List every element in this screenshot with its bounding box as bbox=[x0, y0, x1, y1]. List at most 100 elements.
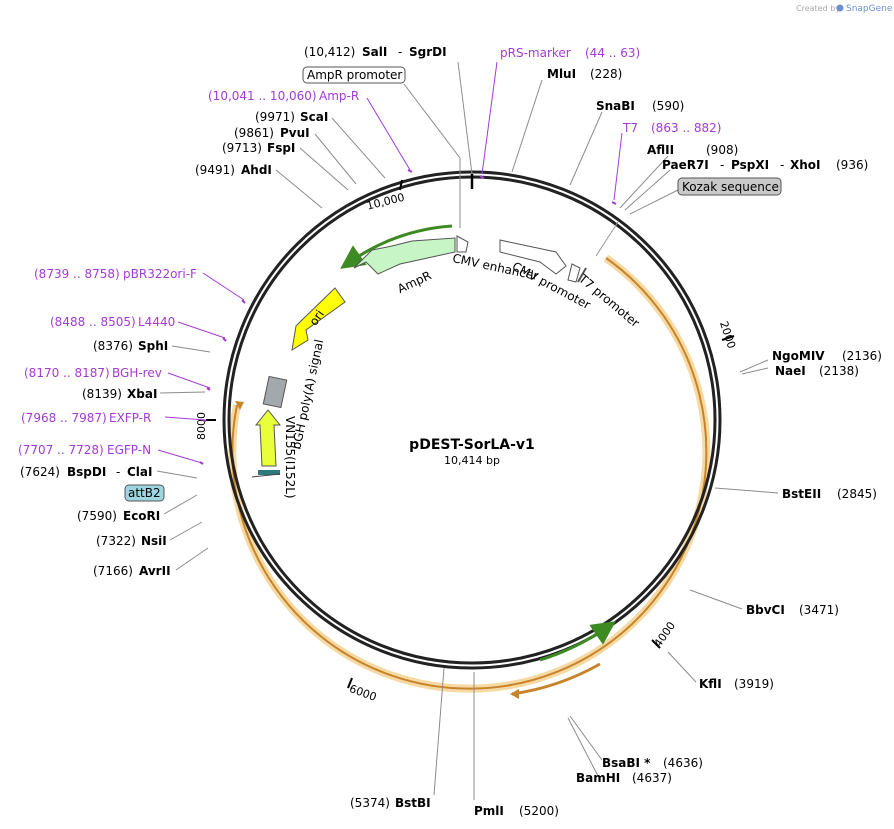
svg-text:(936): (936) bbox=[836, 158, 868, 172]
svg-text:(8488 .. 8505): (8488 .. 8505) bbox=[50, 315, 136, 329]
site-pvui[interactable]: (9861) PvuI bbox=[234, 126, 310, 140]
vn155-label: VN155(I152L) bbox=[283, 416, 297, 499]
site-nsii[interactable]: (7322) NsiI bbox=[96, 534, 167, 548]
svg-text:(8739 .. 8758): (8739 .. 8758) bbox=[34, 267, 120, 281]
svg-text:NgoMIV: NgoMIV bbox=[772, 349, 825, 363]
ampr-feature[interactable] bbox=[353, 237, 456, 275]
site-fspi[interactable]: (9713) FspI bbox=[222, 141, 295, 155]
svg-text:NaeI: NaeI bbox=[775, 364, 806, 378]
site-pmli[interactable]: PmlI (5200) bbox=[474, 804, 559, 818]
svg-text:(3471): (3471) bbox=[799, 603, 839, 617]
svg-text:Amp-R: Amp-R bbox=[319, 89, 359, 103]
site-bbvci[interactable]: BbvCI (3471) bbox=[746, 603, 839, 617]
svg-text:(3919): (3919) bbox=[734, 677, 774, 691]
site-ahdi[interactable]: (9491) AhdI bbox=[195, 163, 272, 177]
cmv-enhancer-feature[interactable] bbox=[499, 239, 567, 275]
svg-text:SalI: SalI bbox=[362, 45, 387, 59]
tick-mark bbox=[651, 639, 661, 649]
ampr-promoter-feature[interactable] bbox=[456, 235, 469, 253]
primer-pbr322ori-f[interactable]: (8739 .. 8758) pBR322ori-F bbox=[34, 267, 197, 281]
svg-text:pBR322ori-F: pBR322ori-F bbox=[123, 267, 197, 281]
svg-text:FspI: FspI bbox=[267, 141, 295, 155]
site-bspdi[interactable]: (7624) BspDI - ClaI bbox=[20, 465, 152, 479]
svg-text:MluI: MluI bbox=[547, 67, 576, 81]
svg-text:(2845): (2845) bbox=[837, 487, 877, 501]
svg-text:(9491): (9491) bbox=[195, 163, 235, 177]
cmv-promoter-feature[interactable] bbox=[567, 263, 581, 283]
site-xbai[interactable]: (8139) XbaI bbox=[82, 387, 157, 401]
ori-feature[interactable] bbox=[291, 287, 346, 352]
site-bstbi[interactable]: (5374) BstBI bbox=[350, 796, 431, 810]
kozak-box[interactable] bbox=[677, 177, 782, 196]
ampr-promoter-box[interactable] bbox=[302, 66, 406, 84]
primer-prs-marker[interactable]: pRS-marker (44 .. 63) bbox=[500, 46, 640, 60]
t7-leader bbox=[595, 221, 619, 257]
svg-text:EGFP-N: EGFP-N bbox=[107, 443, 151, 457]
kozak-label: Kozak sequence bbox=[682, 180, 779, 194]
site-ngomiv[interactable]: NgoMIV (2136) bbox=[772, 349, 882, 363]
svg-text:EcoRI: EcoRI bbox=[123, 509, 160, 523]
orf-arc[interactable] bbox=[231, 257, 708, 690]
svg-text:(2138): (2138) bbox=[819, 364, 859, 378]
svg-text:(7590): (7590) bbox=[77, 509, 117, 523]
svg-text:-: - bbox=[780, 158, 784, 172]
svg-text:SgrDI: SgrDI bbox=[409, 45, 447, 59]
site-bsteii[interactable]: BstEII (2845) bbox=[782, 487, 877, 501]
svg-text:(590): (590) bbox=[652, 99, 684, 113]
orf-direction-arrow bbox=[539, 621, 616, 662]
site-naei[interactable]: NaeI (2138) bbox=[775, 364, 859, 378]
ampr-direction-arrow bbox=[340, 224, 453, 269]
tick-mark bbox=[721, 335, 735, 341]
primer-exfp-r[interactable]: (7968 .. 7987) EXFP-R bbox=[21, 411, 151, 425]
site-bamhi[interactable]: BamHI (4637) bbox=[576, 771, 672, 785]
svg-text:(7707 .. 7728): (7707 .. 7728) bbox=[18, 443, 104, 457]
site-scai[interactable]: (9971) ScaI bbox=[255, 110, 328, 124]
primer-amp-r[interactable]: (10,041 .. 10,060) Amp-R bbox=[208, 89, 359, 103]
svg-text:BbvCI: BbvCI bbox=[746, 603, 785, 617]
primer-ticks bbox=[199, 169, 617, 465]
orf-reverse-arrow bbox=[511, 662, 601, 696]
site-bsabi[interactable]: BsaBI * (4636) bbox=[602, 756, 703, 770]
svg-text:(44 .. 63): (44 .. 63) bbox=[585, 46, 640, 60]
site-sali[interactable]: (10,412) SalI - SgrDI bbox=[304, 45, 447, 59]
svg-text:EXFP-R: EXFP-R bbox=[109, 411, 151, 425]
site-snabi[interactable]: SnaBI (590) bbox=[596, 99, 684, 113]
leader-lines bbox=[156, 61, 779, 800]
vn155-feature[interactable] bbox=[254, 409, 282, 467]
site-sphi[interactable]: (8376) SphI bbox=[93, 339, 168, 353]
svg-text:NsiI: NsiI bbox=[141, 534, 167, 548]
credit-brand: SnapGene bbox=[846, 4, 893, 14]
small-feature-marker[interactable] bbox=[258, 470, 280, 475]
bgh-polya-feature[interactable] bbox=[262, 375, 288, 409]
plasmid-name: pDEST-SorLA-v1 bbox=[409, 437, 535, 453]
svg-text:PvuI: PvuI bbox=[280, 126, 310, 140]
tick-mark bbox=[399, 179, 403, 191]
primer-bgh-rev[interactable]: (8170 .. 8187) BGH-rev bbox=[24, 366, 162, 380]
svg-text:T7: T7 bbox=[622, 121, 638, 135]
site-ecori[interactable]: (7590) EcoRI bbox=[77, 509, 160, 523]
site-paer7i[interactable]: PaeR7I - PspXI - XhoI (936) bbox=[662, 158, 868, 172]
svg-text:(8139): (8139) bbox=[82, 387, 122, 401]
svg-text:L4440: L4440 bbox=[138, 315, 175, 329]
site-avrii[interactable]: (7166) AvrII bbox=[93, 564, 171, 578]
primer-t7[interactable]: T7 (863 .. 882) bbox=[622, 121, 721, 135]
svg-text:(7624): (7624) bbox=[20, 465, 60, 479]
primer-l4440[interactable]: (8488 .. 8505) L4440 bbox=[50, 315, 175, 329]
t7-promoter-feature[interactable] bbox=[577, 267, 587, 283]
svg-text:(228): (228) bbox=[590, 67, 622, 81]
svg-text:(7968 .. 7987): (7968 .. 7987) bbox=[21, 411, 107, 425]
site-aflii[interactable]: AflII (908) bbox=[647, 143, 738, 157]
svg-text:pRS-marker: pRS-marker bbox=[500, 46, 571, 60]
primer-egfp-n[interactable]: (7707 .. 7728) EGFP-N bbox=[18, 443, 151, 457]
svg-text:BamHI: BamHI bbox=[576, 771, 620, 785]
site-kfli[interactable]: KflI (3919) bbox=[699, 677, 774, 691]
svg-text:(908): (908) bbox=[706, 143, 738, 157]
attb2-leader bbox=[251, 473, 281, 478]
ampr-promoter-label: AmpR promoter bbox=[307, 68, 402, 82]
orf-reverse-arrowhead bbox=[510, 689, 519, 699]
tick-mark bbox=[347, 677, 353, 689]
site-mlui[interactable]: MluI (228) bbox=[547, 67, 622, 81]
svg-text:AvrII: AvrII bbox=[139, 564, 171, 578]
svg-text:KflI: KflI bbox=[699, 677, 722, 691]
attb2-box[interactable] bbox=[124, 484, 165, 502]
